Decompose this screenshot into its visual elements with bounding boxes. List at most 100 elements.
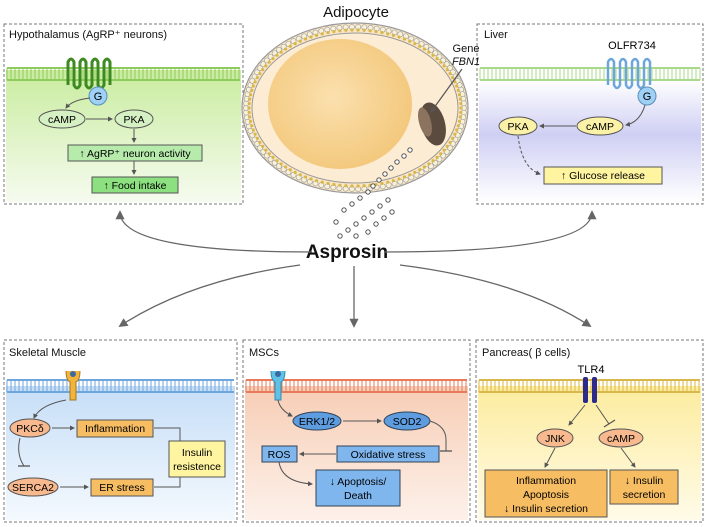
liver-title: Liver [484,29,508,41]
muscle-membrane [6,379,234,393]
ros-label: ROS [268,449,291,461]
pancreas-camp-label: cAMP [607,433,635,445]
cell-membranes [6,67,701,393]
serca2-label: SERCA2 [12,482,54,494]
adipocyte: Adipocyte Gene FBN1 [241,4,480,239]
jnk-label: JNK [545,433,565,445]
g-to-camp-arrow [625,104,646,127]
liver-camp-label: cAMP [586,121,614,133]
tlr4-label: TLR4 [578,364,605,376]
arrow-to-liver [383,210,597,253]
liver-camp-node [576,116,624,136]
pkc-inhibits-serca [18,437,25,467]
gene-arrow [430,68,463,113]
pkc-delta-label: PKCδ [16,423,44,435]
er-stress-label: ER stress [99,482,145,494]
tlr4-to-jnk-arrow [568,404,586,426]
olfr734-label: OLFR734 [608,40,656,52]
ligand-icon [275,371,281,377]
pancreas-frame [475,339,704,523]
agrp-activity-label: ↑ AgRP⁺ neuron activity [79,148,191,160]
pka-node [114,109,154,129]
glucose-release-box [543,166,663,185]
liver-pka-node [498,116,538,136]
sod-inhibits-oxidative [429,420,447,451]
gpcr-receptor-icon [66,57,112,90]
tlr4-receptor-icon [592,377,597,403]
arrow-to-muscle [118,264,301,327]
lipid-droplet [268,39,412,169]
insulin-down-label: ↓ Insulin [625,475,664,487]
olfr734-receptor-icon [606,57,652,90]
g-protein-icon [637,86,657,106]
pancreas-insulin-secretion-label: ↓ Insulin secretion [504,503,588,515]
nucleus-highlight [418,107,432,137]
liver-g-protein-label: G [643,91,652,103]
oxidative-stress-label: Oxidative stress [351,449,426,461]
serca2-node [7,477,59,497]
pancreas-pathway: TLR4 JNK cAMP Inflammation Apoptosis ↓ I… [484,364,679,518]
arrow-to-hypothalamus [115,210,313,253]
glucose-release-label: ↑ Glucose release [561,170,645,182]
insulin-secretion-box [609,469,679,505]
receptor-to-pkc-arrow [33,399,67,419]
inhibition-bar [603,419,616,428]
inflammation-label: Inflammation [85,423,145,435]
food-intake-box [91,176,179,194]
g-to-camp-arrow [65,97,91,109]
receptor-icon [65,370,81,401]
insulin-label: Insulin [182,447,213,459]
pancreas-camp-node [598,428,644,448]
camp-node [38,109,86,129]
pancreas-title: Pancreas( β cells) [482,347,570,359]
gene-name: FBN1 [452,56,480,68]
pka-node-label: PKA [123,114,144,126]
liver-pathway: OLFR734 G PKA cAMP ↑ Glucose release [498,40,663,185]
food-intake-label: ↑ Food intake [103,180,166,192]
camp-to-secretion-arrow [620,447,636,468]
receptor-to-erk-arrow [277,399,293,417]
camp-node-label: cAMP [48,114,76,126]
secretion-label: secretion [623,489,666,501]
hypothalamus-membrane [6,67,240,81]
g-protein-label: G [94,91,103,103]
apoptosis-label: ↓ Apoptosis/ [330,476,387,488]
liver-frame [476,23,704,205]
muscle-pathway: PKCδ Inflammation SERCA2 ER stress Insul… [7,370,226,497]
asprosin-label: Asprosin [306,242,388,263]
hypothalamus-pathway: G cAMP PKA ↑ AgRP⁺ neuron activity ↑ Foo… [38,57,203,194]
mscs-frame [242,339,471,523]
arrow-to-pancreas [399,264,592,327]
liver-membrane [479,67,701,81]
gene-label: Gene [453,43,480,55]
ros-to-apoptosis-arrow [278,461,313,487]
hypothalamus-title: Hypothalamus (AgRP⁺ neurons) [9,29,167,41]
er-stress-box [90,478,154,497]
liver-pka-label: PKA [507,121,528,133]
tlr4-receptor-icon [583,377,588,403]
pancreas-membrane [478,379,700,393]
muscle-frame [3,339,238,523]
agrp-activity-box [67,144,203,162]
jnk-to-outcomes-arrow [544,447,556,468]
inflammation-box [76,419,154,438]
adipocyte-title: Adipocyte [323,4,389,21]
inflammation-apoptosis-box [484,469,608,518]
apoptosis-box [315,469,401,507]
pkc-delta-node [9,418,51,438]
mscs-title: MSCs [249,347,279,359]
pka-to-glucose-arrow [517,135,541,176]
adipocyte-membrane-dots [243,24,467,192]
tlr4-inhibits-camp [595,404,610,425]
erk-node [292,411,342,431]
pancreas-apoptosis-label: Apoptosis [523,489,569,501]
erk-label: ERK1/2 [299,416,335,428]
mscs-pathway: ERK1/2 SOD2 Oxidative stress ROS ↓ Apopt… [261,370,452,507]
asprosin-arrows [115,210,597,328]
jnk-node [536,428,574,448]
insulin-resistance-box [168,440,226,478]
ligand-icon [70,371,76,377]
resistence-label: resistence [173,461,221,473]
death-label: Death [344,490,372,502]
